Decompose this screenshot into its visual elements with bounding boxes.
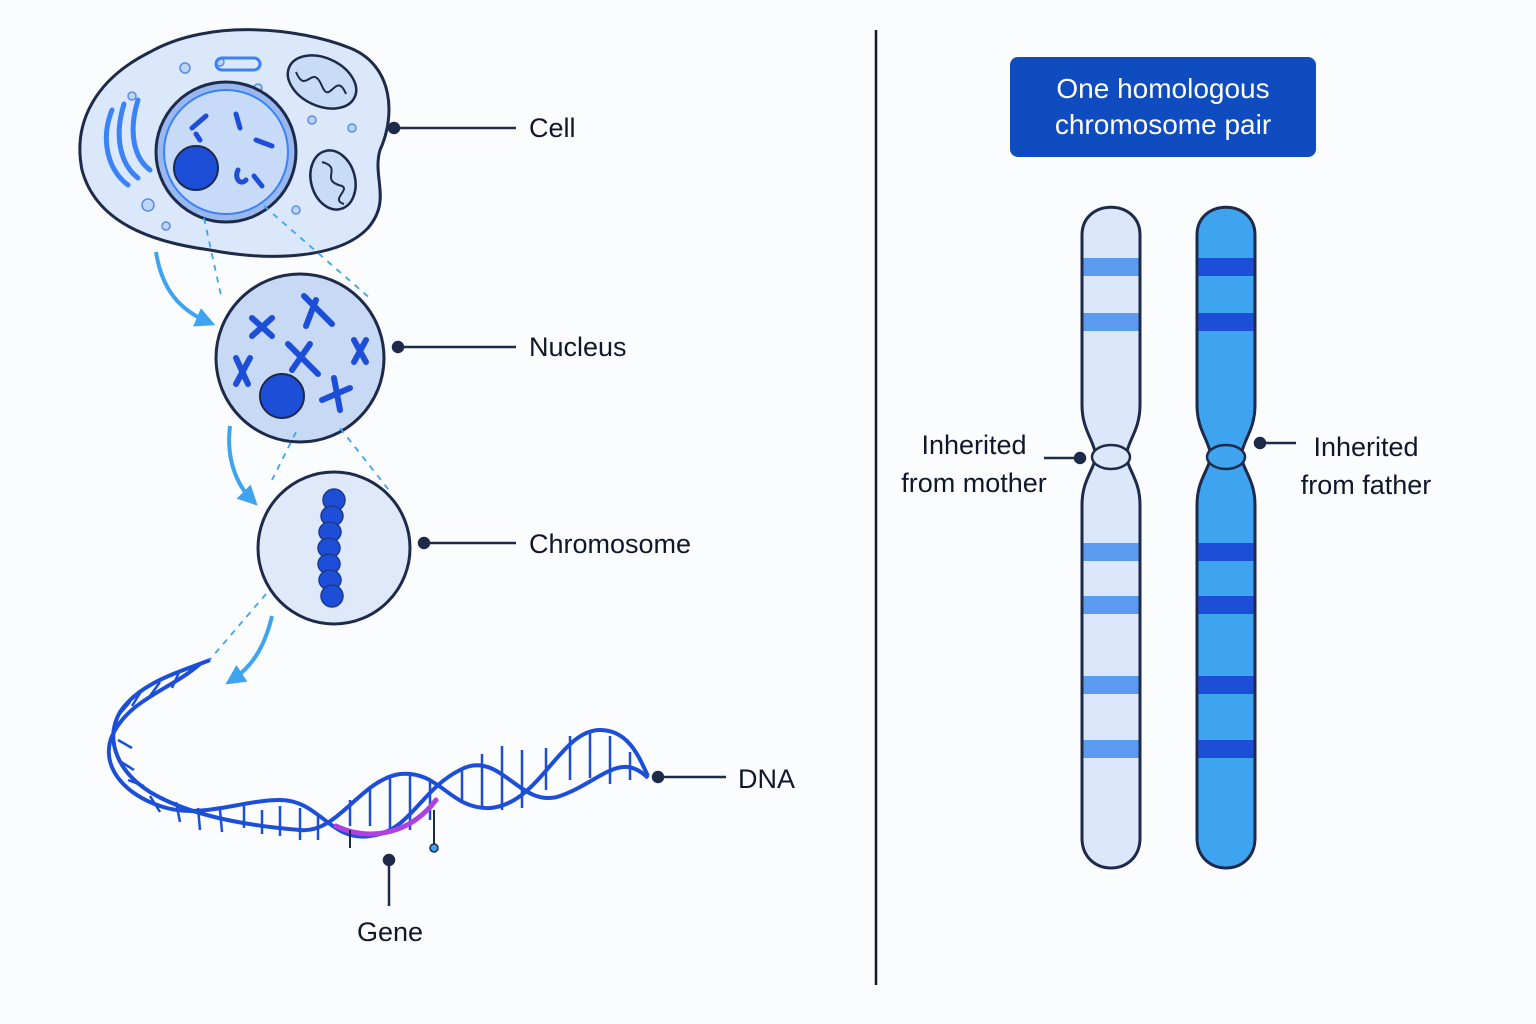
golgi-apparatus	[103, 97, 153, 188]
zoom-guide-lines	[203, 205, 393, 665]
chromosome-body	[317, 488, 346, 608]
centromere-maternal	[1090, 443, 1132, 471]
dna-helix	[106, 658, 650, 853]
nucleus-illustration	[214, 272, 386, 444]
zoom-arrows	[154, 251, 274, 685]
label-gene: Gene	[356, 917, 424, 947]
chromosome-paternal	[1195, 205, 1257, 870]
label-cell: Cell	[529, 113, 576, 143]
label-chromosome: Chromosome	[529, 529, 692, 559]
homologous-pair-banner: One homologous chromosome pair	[1010, 57, 1316, 157]
mitochondrion-top	[286, 54, 358, 110]
cell-organelle-dots	[127, 57, 357, 231]
dna-strand-a	[111, 658, 650, 833]
left-leader-lines	[382, 121, 726, 906]
er-fragment	[214, 56, 262, 72]
nucleus-nucleolus	[259, 373, 305, 419]
dna-strand-b	[106, 662, 650, 839]
label-inherited-father: Inherited from father	[1300, 432, 1432, 500]
label-nucleus: Nucleus	[529, 332, 627, 362]
label-inherited-mother: Inherited from mother	[901, 430, 1047, 498]
dna-base-pairs	[117, 669, 632, 840]
gene-highlight	[333, 797, 439, 837]
chromosome-illustration	[256, 470, 412, 626]
label-dna: DNA	[738, 764, 796, 794]
banner-text: One homologous chromosome pair	[1054, 73, 1272, 140]
cell-chromatin	[189, 111, 275, 189]
cell-nucleolus	[173, 145, 219, 191]
centromere-paternal	[1205, 443, 1247, 471]
mitochondrion-bottom	[309, 149, 357, 211]
chromosome-maternal	[1080, 205, 1142, 870]
cell-illustration	[78, 28, 391, 258]
pair-leader-lines	[1044, 436, 1296, 465]
nucleus-chromosomes	[233, 293, 369, 413]
